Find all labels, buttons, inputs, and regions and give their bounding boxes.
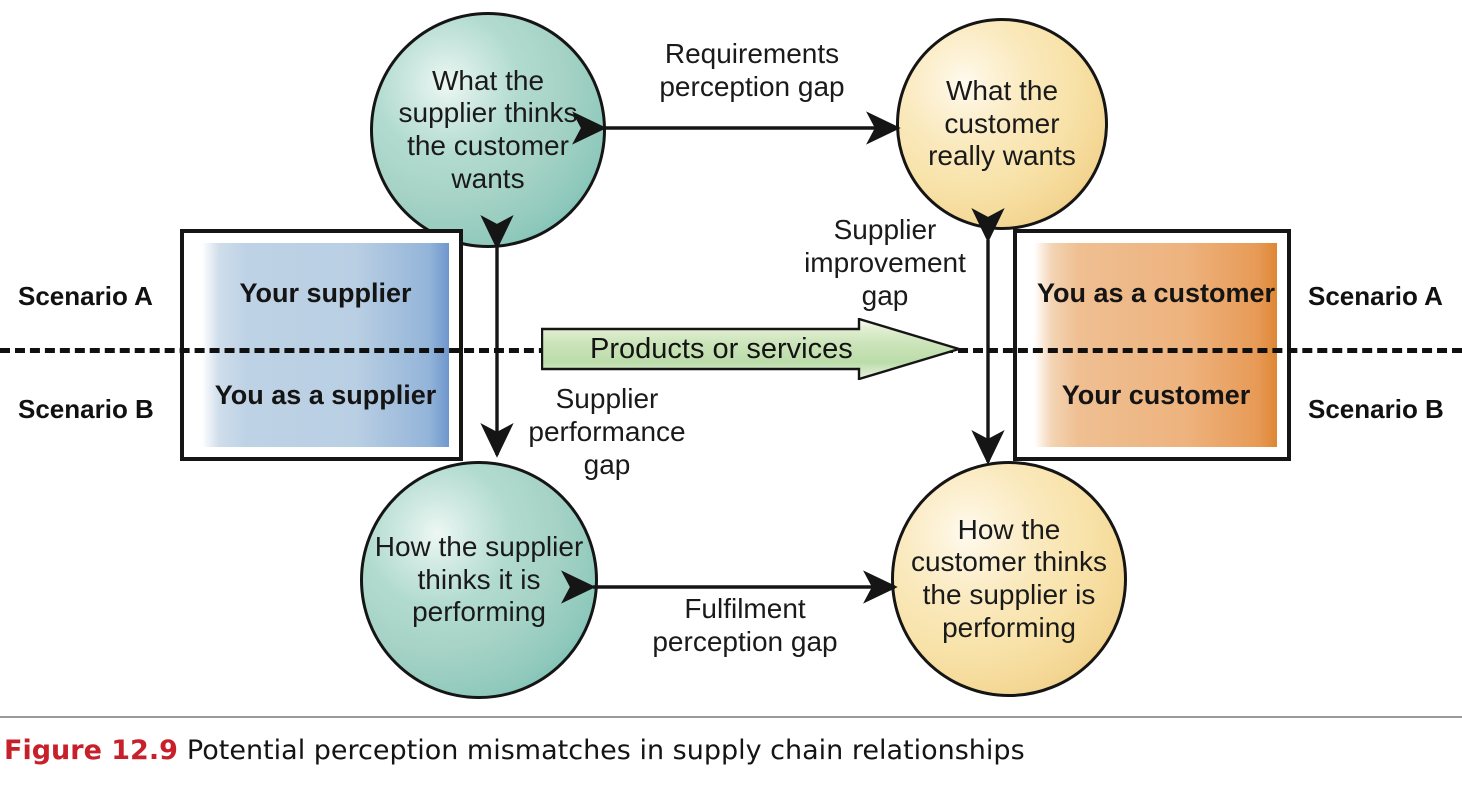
figure-title: Potential perception mismatches in suppl…	[186, 735, 1025, 766]
supplier-box-top-label: Your supplier	[239, 278, 412, 309]
scenario-label-left-a: Scenario A	[18, 281, 153, 311]
supplier-box-bottom-label: You as a supplier	[214, 380, 437, 411]
node-supplier-thinks-performing[interactable]: How the supplier thinks it is performing	[360, 461, 598, 699]
scenario-label-right-a: Scenario A	[1308, 281, 1443, 311]
node-label: How the supplier thinks it is performing	[374, 530, 584, 628]
products-or-services-arrow	[541, 318, 961, 380]
customer-box-top-label: You as a customer	[1036, 278, 1276, 309]
supplier-improvement-gap-label: Supplier improvement gap	[804, 214, 966, 311]
customer-box-bottom-label: Your customer	[1061, 380, 1251, 411]
customer-box[interactable]: You as a customer Your customer	[1013, 229, 1291, 461]
caption-rule	[0, 716, 1462, 718]
node-label: What the supplier thinks the customer wa…	[398, 64, 578, 194]
figure-number: Figure 12.9	[4, 735, 178, 766]
supplier-box[interactable]: Your supplier You as a supplier	[180, 229, 463, 461]
fulfilment-gap-label: Fulfilment perception gap	[652, 593, 838, 657]
supplier-box-fill: Your supplier You as a supplier	[202, 243, 449, 447]
node-label: How the customer thinks the supplier is …	[910, 513, 1108, 643]
supplier-performance-gap-label: Supplier performance gap	[528, 383, 686, 480]
scenario-label-left-b: Scenario B	[18, 394, 154, 424]
scenario-label-right-b: Scenario B	[1308, 394, 1444, 424]
node-supplier-thinks-customer-wants[interactable]: What the supplier thinks the customer wa…	[370, 12, 606, 248]
customer-box-fill: You as a customer Your customer	[1035, 243, 1277, 447]
node-customer-thinks-supplier-performing[interactable]: How the customer thinks the supplier is …	[891, 461, 1127, 697]
node-label: What the customer really wants	[928, 74, 1076, 172]
requirements-gap-label: Requirements perception gap	[659, 38, 845, 102]
products-or-services-label: Products or services	[590, 333, 853, 365]
figure-caption: Figure 12.9 Potential perception mismatch…	[4, 735, 1025, 766]
